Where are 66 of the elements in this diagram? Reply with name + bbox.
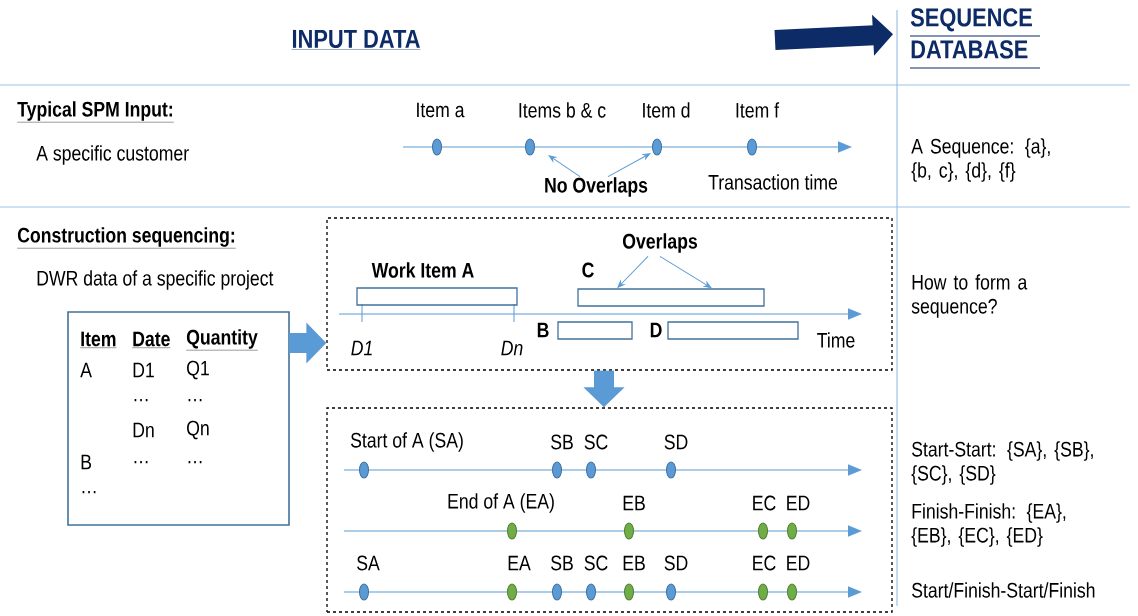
label: SC <box>584 555 608 571</box>
table-entry: … <box>134 398 148 402</box>
label: End of A (EA) <box>448 493 554 513</box>
arrow <box>617 255 649 288</box>
table-entry: Qn <box>187 420 209 440</box>
column-header: Date <box>132 331 171 348</box>
table-entry: Q1 <box>187 360 209 380</box>
node-label: B <box>537 322 549 338</box>
node-label: D <box>650 322 662 338</box>
label: EB <box>623 555 645 571</box>
label: Item d <box>643 102 690 118</box>
label: EC <box>753 555 776 571</box>
label: SA <box>357 555 380 571</box>
label: Start-Start: {SA}, {SB}, {SC}, {SD} <box>911 441 1093 485</box>
dashed-frame <box>326 217 893 371</box>
heading: INPUT DATA <box>291 29 421 50</box>
activity-bar: B <box>537 321 633 340</box>
table-entry: … <box>134 460 148 464</box>
label: How to form a sequence? <box>911 274 1028 318</box>
arrow <box>607 153 651 178</box>
label: A specific customer <box>36 145 189 165</box>
label: SD <box>664 555 688 571</box>
section-heading: Typical SPM Input: <box>17 101 174 123</box>
label: Start/Finish-Start/Finish <box>912 582 1095 598</box>
callout-text: Overlaps <box>623 233 698 253</box>
label: Items b & c <box>519 102 606 118</box>
label: SD <box>664 434 688 450</box>
data-table <box>67 311 290 526</box>
arrow <box>659 255 712 289</box>
label: SB <box>551 555 573 571</box>
label: Transaction time <box>708 174 838 190</box>
axis-label: D1 <box>351 340 372 356</box>
label: ED <box>787 495 810 511</box>
table-entry: … <box>82 490 96 494</box>
table-entry: B <box>81 454 92 470</box>
section-heading: Construction sequencing: <box>17 227 236 249</box>
label: ED <box>787 555 810 571</box>
node-label: Work Item A <box>371 262 474 278</box>
node-label: C <box>582 262 594 278</box>
label: Finish-Finish: {EA}, {EB}, {EC}, {ED} <box>911 503 1066 547</box>
table-entry: … <box>188 460 202 464</box>
activity-bar: Work Item A <box>356 262 518 306</box>
activity-bar: D <box>650 321 799 340</box>
table-entry: Dn <box>133 422 154 438</box>
label: EC <box>753 495 776 511</box>
label: Start of A (SA) <box>350 432 463 452</box>
label: Item a <box>417 102 465 118</box>
label: SC <box>584 434 608 450</box>
label: SB <box>551 434 573 450</box>
label: DWR data of a specific project <box>37 270 274 290</box>
dashed-frame <box>326 407 893 613</box>
axis-label: Dn <box>501 340 523 356</box>
table-entry: A <box>80 362 92 378</box>
table-entry: … <box>188 398 202 402</box>
activity-bar: C <box>577 262 765 307</box>
arrow <box>548 155 581 178</box>
label: A Sequence: {a}, {b, c}, {d}, {f} <box>911 138 1050 182</box>
column-header: Item <box>80 331 117 348</box>
callout-text: No Overlaps <box>545 177 648 197</box>
label: Time <box>817 332 855 348</box>
label: Item f <box>736 102 780 118</box>
label: EB <box>623 495 645 511</box>
heading: SEQUENCE DATABASE <box>909 8 1041 69</box>
label: EA <box>508 555 531 571</box>
column-header: Quantity <box>186 329 258 351</box>
table-entry: D1 <box>133 362 154 378</box>
